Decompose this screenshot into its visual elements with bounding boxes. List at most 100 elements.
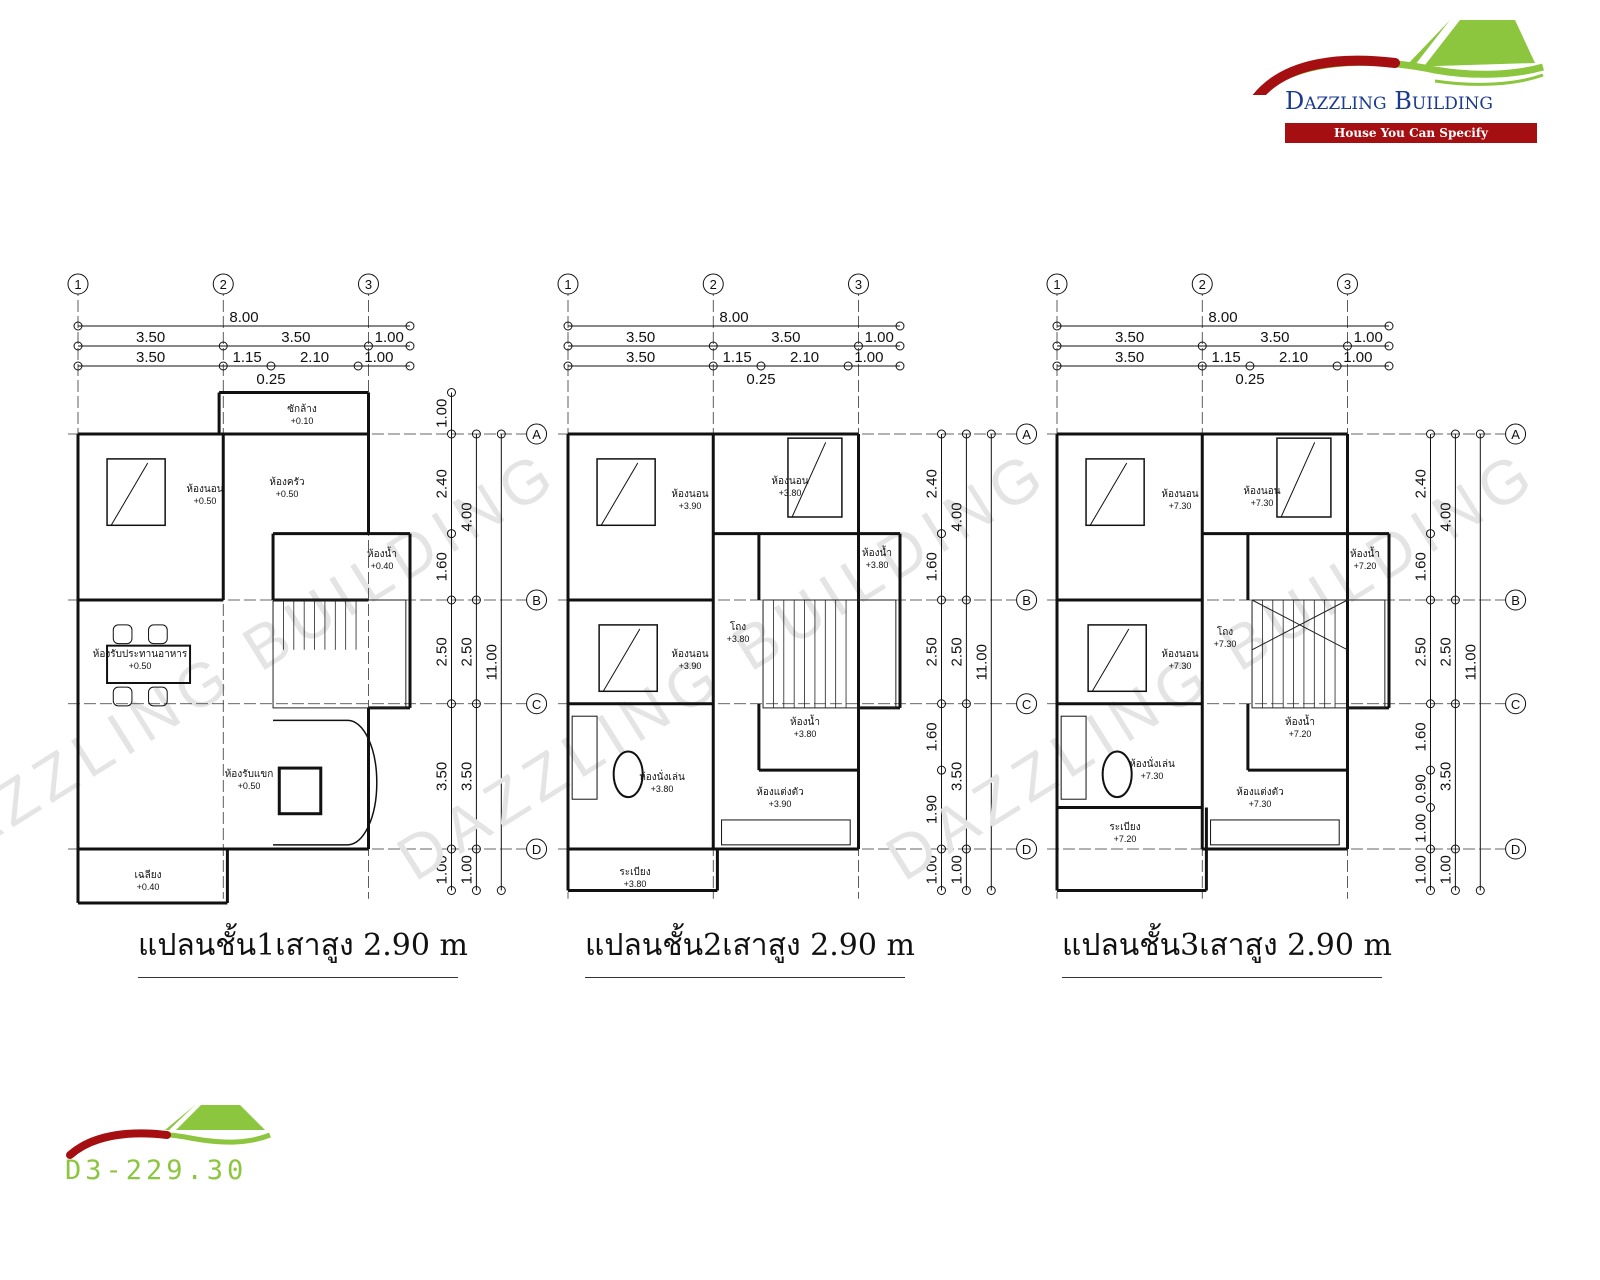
dimension-label: 2.10 [300, 349, 329, 366]
chair-icon [148, 686, 168, 707]
dimension-label: 1.00 [1343, 349, 1372, 366]
room-level: +3.90 [679, 501, 702, 511]
grid-row-label: A [532, 427, 541, 442]
dimension-tick [471, 429, 481, 439]
dimension-label: 1.15 [1212, 349, 1241, 366]
dimension-label: 8.00 [719, 309, 748, 326]
dimension-label: 3.50 [458, 762, 475, 791]
dimension-tick [447, 429, 456, 439]
room-name: ห้องนั่งเล่น [1129, 756, 1175, 770]
dimension-label: 0.90 [1413, 774, 1430, 803]
dimension-label: 1.00 [375, 329, 404, 346]
dimension-tick [937, 529, 946, 539]
dimension-tick [1450, 699, 1460, 709]
dimension-tick [895, 341, 905, 351]
chair-icon [112, 686, 133, 707]
dimension-tick [73, 341, 83, 351]
dimension-label: 3.50 [1260, 329, 1289, 346]
plan-code-logo: D3-229.30 [55, 1095, 295, 1195]
grid-bubble [702, 273, 724, 295]
grid-bubble [848, 273, 869, 295]
bed-icon [1085, 458, 1145, 527]
grid-bubble [1191, 273, 1213, 295]
room-level: +3.80 [866, 560, 889, 570]
house-roof-logo-icon [66, 1105, 271, 1159]
grid-column-label: 3 [365, 277, 372, 292]
room-name: ห้องครัว [269, 476, 304, 488]
grid-column-label: 1 [1053, 277, 1060, 292]
dimension-tick [1475, 429, 1485, 439]
dimension-tick [937, 844, 946, 854]
wardrobe-icon [1210, 819, 1340, 846]
staircase [272, 599, 407, 709]
bed-sheet-line [1280, 442, 1316, 518]
dimension-tick [1426, 765, 1435, 775]
room-level: +0.50 [194, 496, 217, 506]
room-level: +7.30 [1214, 639, 1237, 649]
dimension-label: 1.00 [1413, 855, 1430, 884]
room-name: ห้องนอน [771, 475, 808, 487]
bed-sheet-line [110, 462, 149, 526]
dimension-label: 4.00 [1437, 502, 1454, 531]
bed-icon [1276, 437, 1332, 518]
grid-row-label: B [532, 593, 541, 608]
wardrobe-icon [721, 819, 851, 846]
room-name: ห้องแต่งตัว [756, 786, 803, 798]
room-name: โถง [1217, 625, 1233, 638]
dimension-label: 3.50 [626, 329, 655, 346]
dimension-tick [961, 429, 971, 439]
dimension-label: 3.50 [1437, 762, 1454, 791]
grid-row-label: A [1511, 427, 1520, 442]
room-name: ห้องน้ำ [1350, 546, 1380, 560]
grid-bubble [1016, 693, 1038, 715]
dimension-tick [937, 699, 946, 709]
dimension-tick [1426, 699, 1435, 709]
room-level: +7.30 [1141, 771, 1164, 781]
grid-column-label: 1 [564, 277, 571, 292]
dimension-label: 3.50 [626, 349, 655, 366]
dimension-label: 3.50 [1115, 349, 1144, 366]
room-name: ห้องน้ำ [862, 545, 892, 559]
dimension-tick [1384, 361, 1394, 371]
bed-icon [598, 624, 658, 693]
grid-bubble [526, 838, 548, 860]
dimension-tick [1426, 529, 1435, 539]
room-name: ห้องนอน [1161, 648, 1198, 660]
grid-bubble [1337, 273, 1358, 295]
grid-bubble [526, 423, 548, 445]
dimension-tick [895, 321, 905, 331]
brand-tagline: House You Can Specify [1285, 123, 1537, 143]
room-level: +7.30 [1169, 661, 1192, 671]
sofa-icon [571, 715, 598, 800]
floor-2-title: แปลนชั้น2เสาสูง 2.90 m [585, 922, 915, 978]
dimension-label: 8.00 [1208, 309, 1237, 326]
dimension-tick [496, 429, 506, 439]
room-name: โถง [730, 620, 746, 633]
dimension-tick [447, 595, 456, 605]
dimension-tick [1343, 341, 1352, 351]
dimension-label: 2.50 [948, 637, 965, 666]
dimension-tick [471, 844, 481, 854]
room-name: ห้องนั่งเล่น [639, 769, 685, 783]
grid-row-label: D [532, 842, 541, 857]
dimension-tick [1450, 886, 1460, 895]
dimension-label: 0.25 [1235, 371, 1264, 388]
room-level: +0.40 [137, 882, 160, 892]
dimension-tick [895, 361, 905, 371]
grid-bubble [1016, 423, 1038, 445]
dimension-tick [471, 699, 481, 709]
dimension-label: 1.00 [1413, 814, 1430, 843]
room-name: ห้องน้ำ [1285, 714, 1315, 728]
bed-icon [596, 458, 656, 527]
plan-code: D3-229.30 [65, 1155, 248, 1186]
room-name: ห้องนอน [1161, 488, 1198, 500]
grid-row-label: B [1022, 593, 1031, 608]
grid-bubble [557, 273, 579, 295]
floor-3-title: แปลนชั้น3เสาสูง 2.90 m [1062, 922, 1392, 978]
dimension-tick [986, 429, 996, 439]
dimension-tick [843, 361, 853, 371]
dimension-tick [1426, 844, 1435, 854]
dimension-tick [1426, 803, 1435, 812]
bed-sheet-line [1089, 462, 1128, 526]
dimension-label: 2.50 [434, 637, 451, 666]
